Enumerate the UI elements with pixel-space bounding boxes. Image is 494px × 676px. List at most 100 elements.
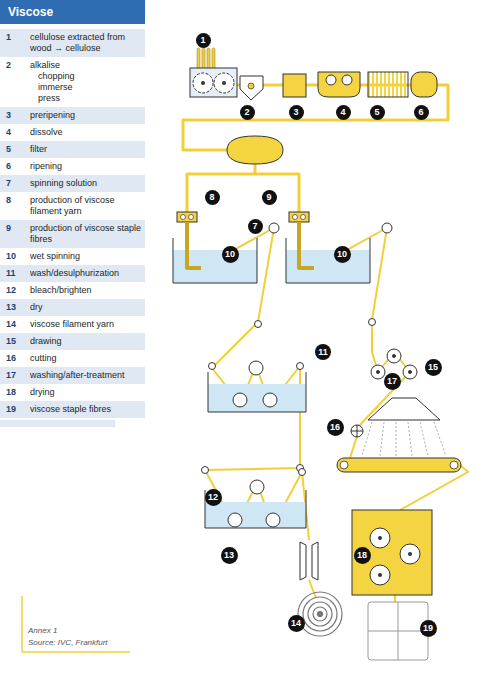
guide-roller: [209, 363, 216, 370]
spinneret-pump: [293, 215, 298, 220]
yarn-reel: [303, 597, 337, 631]
spray-washer: [434, 422, 446, 456]
caption-frame: [22, 596, 130, 652]
spinning-bath: [173, 238, 370, 283]
callout-text: 15: [428, 362, 438, 372]
step-text: production of viscose staple fibres: [30, 223, 143, 245]
callout-number: 9: [262, 190, 277, 205]
callout-text: 10: [225, 249, 235, 259]
step-number: 17: [6, 370, 26, 381]
guide-roller: [202, 467, 209, 474]
fibre-bales: [368, 602, 428, 660]
step-text: alkalise: [30, 60, 143, 71]
callout-text: 3: [293, 107, 298, 117]
fibre-dryer: [408, 552, 412, 556]
callout-text: 4: [340, 107, 345, 117]
yarn-reel: [318, 612, 323, 617]
step-number: 10: [6, 251, 26, 262]
fibre-line: [350, 436, 357, 458]
callout-number: 12: [205, 489, 222, 506]
callout-number: 18: [354, 547, 371, 564]
callout-text: 17: [387, 376, 397, 386]
table-header: [0, 0, 145, 24]
step-text: filter: [30, 144, 143, 155]
callout-number: 4: [336, 105, 351, 120]
callout-text: 18: [357, 550, 367, 560]
fibre-dryer: [378, 573, 382, 577]
spray-washer: [362, 398, 446, 456]
flow-line: [183, 85, 448, 212]
wood-cellulose-machine: [201, 81, 205, 85]
callout-number: 16: [327, 419, 344, 436]
step-text: chopping: [38, 71, 143, 82]
guide-roller: [382, 223, 392, 233]
callout-number: 15: [425, 359, 442, 376]
wood-cellulose-machine: [193, 73, 213, 93]
step-text: cellulose extracted from wood → cellulos…: [30, 32, 143, 54]
source-note: Source: IVC, Frankfurt: [28, 638, 108, 648]
table-header: [0, 0, 145, 24]
dissolve-tank: [318, 72, 360, 97]
spinning-solution-tank: [227, 136, 283, 164]
yarn-reel: [298, 592, 342, 636]
table-title: Viscose: [8, 5, 53, 19]
yarn-reel: [298, 592, 342, 636]
spinneret-pump: [181, 215, 186, 220]
spray-washer: [408, 422, 412, 456]
table-row-band: [0, 158, 145, 175]
spinneret-pump: [289, 212, 309, 222]
drawing-rollers: [393, 355, 396, 358]
wash-bath: [208, 372, 306, 412]
callout-number: 19: [420, 620, 437, 637]
guide-roller: [297, 363, 304, 370]
callout-text: 8: [209, 192, 214, 202]
callout-number: 8: [205, 190, 220, 205]
yarn-dryer: [300, 542, 306, 580]
callout-text: 2: [244, 107, 249, 117]
callout-number: 5: [370, 105, 385, 120]
callout-text: 5: [374, 107, 379, 117]
caption: Annex 1: [28, 626, 57, 636]
step-number: 15: [6, 336, 26, 347]
bleach-bath: [205, 502, 306, 528]
callout-number: 14: [288, 615, 305, 632]
ripening-tank: [411, 72, 437, 97]
callout-text: 19: [423, 623, 433, 633]
step-number: 14: [6, 319, 26, 330]
callout-text: 9: [266, 192, 271, 202]
table-row-band: [0, 141, 145, 158]
step-text: cutting: [30, 353, 143, 364]
step-text: viscose filament yarn: [30, 319, 143, 330]
table-row-band: [0, 333, 145, 350]
alkalise-hopper: [240, 76, 263, 100]
spray-washer: [420, 422, 428, 456]
fibre-dryer: [370, 528, 390, 548]
dissolve-tank: [318, 72, 360, 97]
callout-text: 6: [418, 107, 423, 117]
callout-text: 1: [200, 35, 205, 45]
yarn-dryer: [312, 542, 318, 580]
fibre-dryer: [400, 544, 420, 564]
flow-line: [255, 174, 299, 212]
step-text: drawing: [30, 336, 143, 347]
preripening-tank: [283, 74, 306, 97]
wood-cellulose-machine: [190, 48, 237, 97]
fibre-line: [309, 580, 316, 598]
fibre-line: [394, 595, 396, 602]
step-number: 19: [6, 404, 26, 415]
callout-number: 2: [240, 105, 255, 120]
dissolve-tank: [326, 75, 336, 85]
step-text: washing/after-treatment: [30, 370, 143, 381]
wash-bath: [208, 361, 306, 412]
step-number: 11: [6, 268, 26, 279]
filter-unit: [368, 72, 408, 97]
caption-frame: [21, 596, 23, 652]
caption-frame: [22, 651, 130, 653]
wood-cellulose-machine: [197, 48, 200, 70]
callout-text: 11: [318, 347, 328, 357]
step-text: production of viscose filament yarn: [30, 195, 143, 217]
dissolve-tank: [342, 75, 352, 85]
callout-text: 16: [330, 422, 340, 432]
step-number: 13: [6, 302, 26, 313]
fibre-bales: [368, 631, 428, 632]
